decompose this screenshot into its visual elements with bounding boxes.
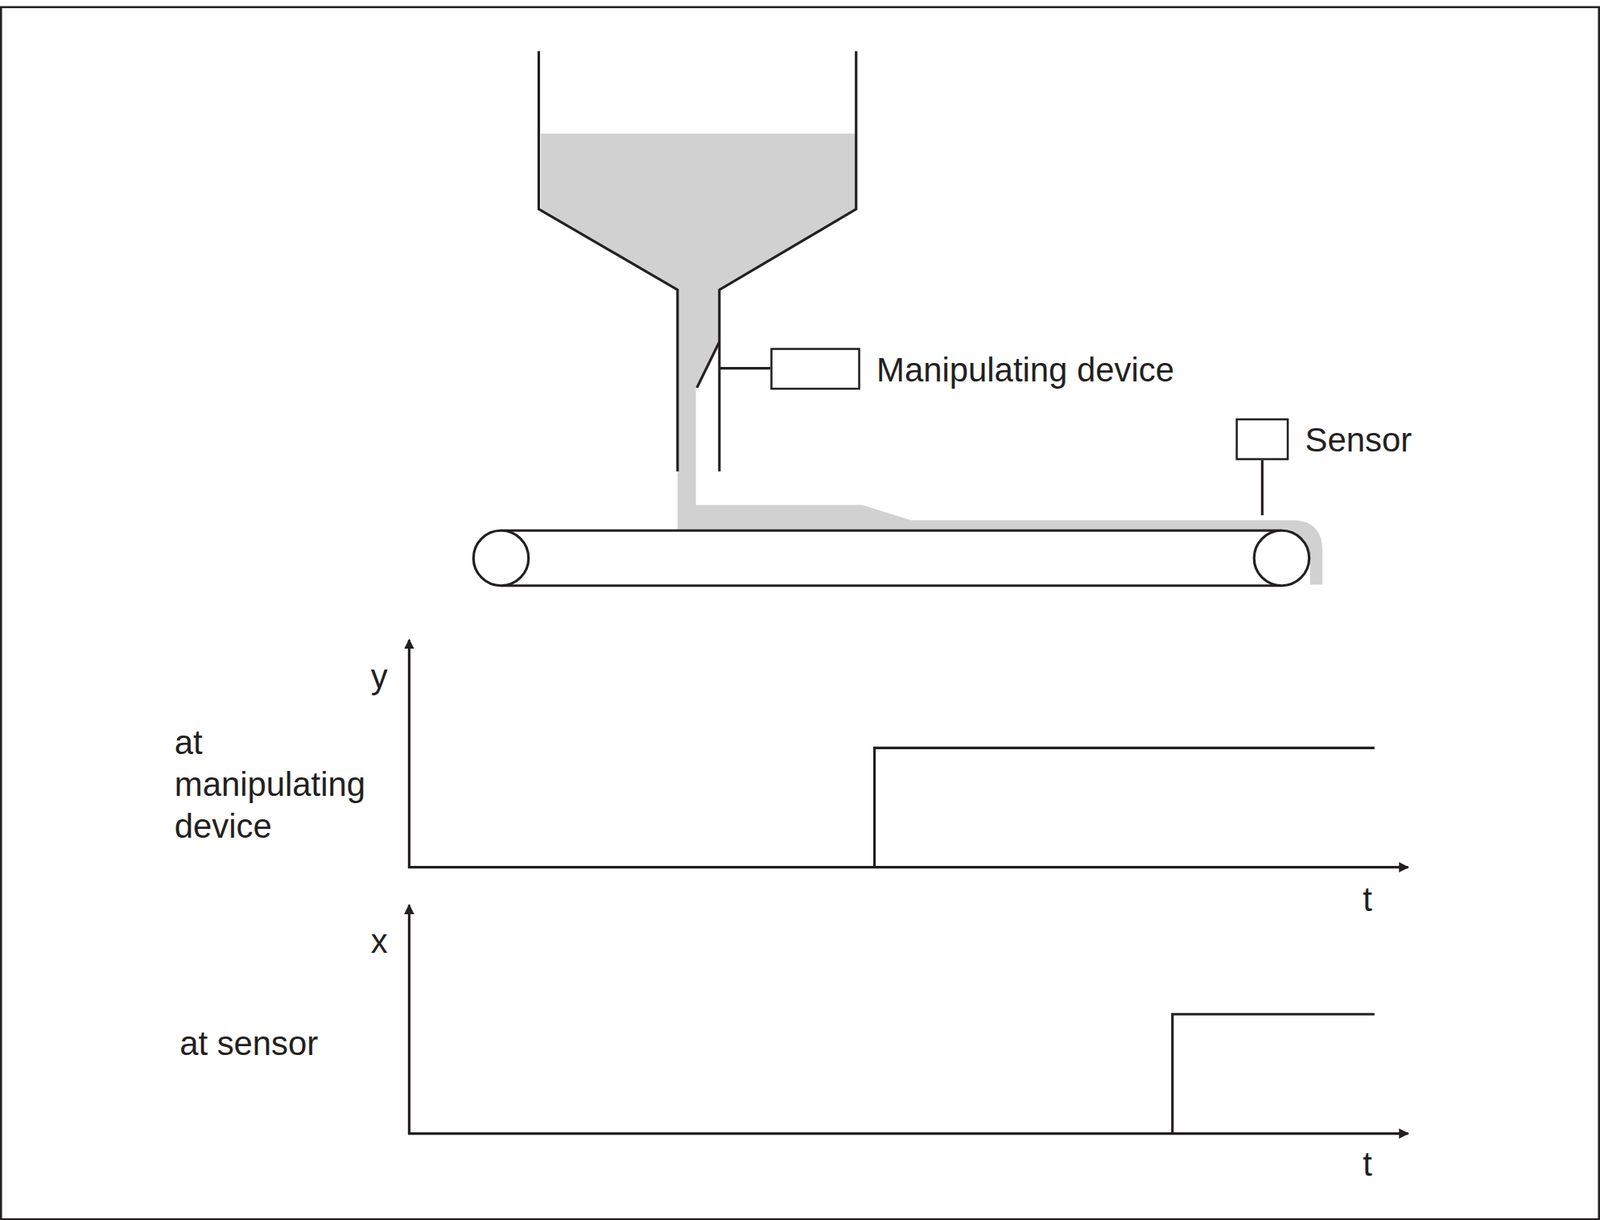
conveyor-belt bbox=[473, 530, 1309, 586]
graph-y bbox=[408, 639, 1409, 869]
axis-label: t bbox=[1362, 878, 1373, 920]
hopper bbox=[538, 50, 856, 471]
axis-label: x bbox=[371, 919, 388, 962]
sensor-box: Sensor bbox=[1235, 418, 1289, 461]
manipulating-device-box: Manipulating device bbox=[770, 347, 861, 390]
graph-x bbox=[408, 905, 1409, 1135]
axis-label: y bbox=[371, 654, 388, 697]
bulk-material bbox=[540, 133, 1323, 585]
graph-caption: at manipulating device bbox=[174, 721, 395, 847]
axis-label: t bbox=[1362, 1142, 1373, 1184]
frame bbox=[0, 7, 1599, 1220]
graph-caption: at sensor bbox=[179, 1022, 318, 1064]
box-label: Manipulating device bbox=[876, 347, 1175, 390]
gate-valve bbox=[696, 342, 771, 388]
sensor-stem bbox=[1261, 459, 1264, 516]
box-label: Sensor bbox=[1305, 418, 1413, 461]
